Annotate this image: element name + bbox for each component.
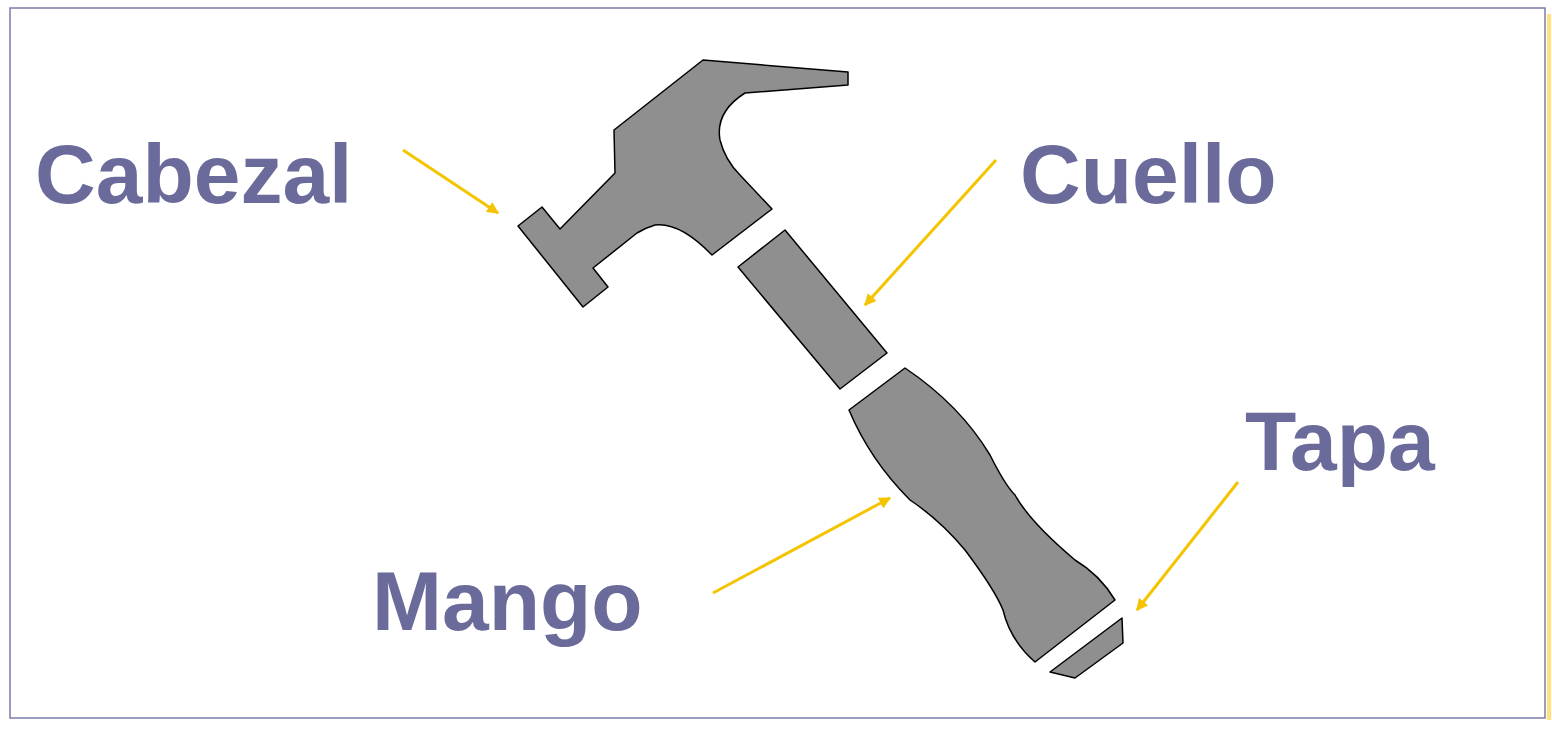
part-label: Mango	[372, 559, 643, 643]
part-label: Cabezal	[35, 132, 352, 216]
leader-line	[865, 160, 996, 305]
accent-bar	[1547, 14, 1551, 720]
frame	[10, 8, 1545, 718]
leader-line	[1137, 482, 1238, 610]
part-label: Cuello	[1020, 132, 1277, 216]
hammer-neck	[738, 230, 887, 389]
hammer-cap	[1050, 618, 1123, 678]
leader-line	[403, 150, 498, 213]
leader-line	[713, 498, 890, 593]
part-label: Tapa	[1245, 399, 1435, 483]
hammer-handle	[849, 368, 1115, 662]
